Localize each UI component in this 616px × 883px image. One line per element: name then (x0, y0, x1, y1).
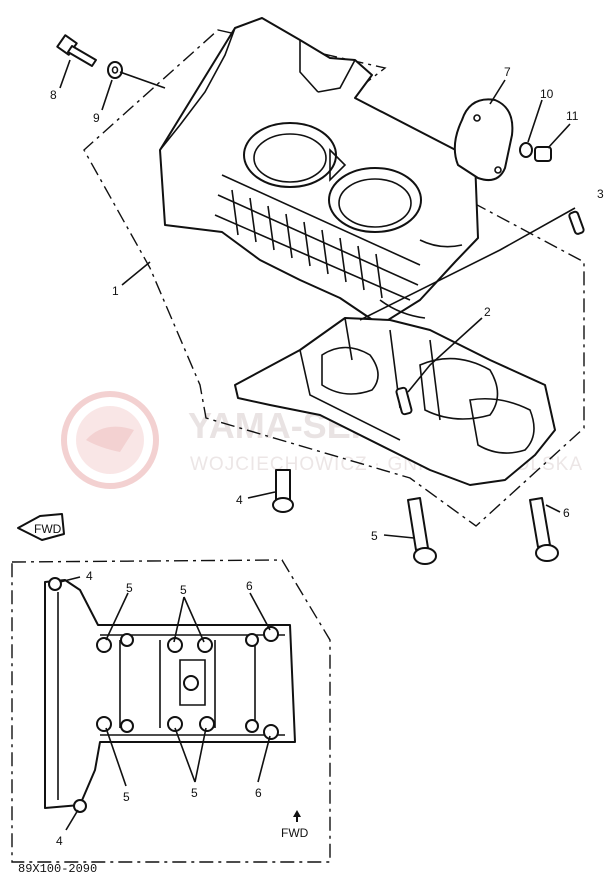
bolt-part-8 (56, 34, 97, 67)
inset-callout-5-bottom-left: 5 (123, 790, 130, 804)
inset-crankcase-bottom-view (44, 577, 296, 813)
inset-callout-5-top-left: 5 (126, 581, 133, 595)
inset-callout-5-bottom-middle: 5 (191, 786, 198, 800)
inset-callout-6-top: 6 (246, 579, 253, 593)
washer-part-9 (107, 61, 123, 79)
inset-leader-lines (59, 576, 271, 831)
dowel-pin-part-3 (568, 210, 585, 235)
inset-callout-4-bottom: 4 (56, 834, 63, 848)
fwd-label: FWD (281, 826, 309, 840)
callout-10: 10 (540, 87, 554, 101)
washer-part-10 (519, 142, 533, 158)
inset-bolt-holes (48, 577, 279, 813)
upper-crankcase (159, 17, 479, 326)
callout-6: 6 (563, 506, 570, 520)
diagram-code: 89X100-2090 (18, 862, 97, 876)
callout-9: 9 (93, 111, 100, 125)
callout-3: 3 (597, 187, 604, 201)
callout-11: 11 (566, 109, 579, 123)
bolt-part-6 (529, 497, 559, 562)
callout-8: 8 (50, 88, 57, 102)
inset-callout-6-bottom: 6 (255, 786, 262, 800)
leader-lines (59, 59, 576, 539)
fwd-tag-text: FWD (34, 522, 62, 536)
nut-part-11 (534, 146, 552, 162)
bolt-part-5 (407, 497, 437, 565)
inset-callout-5-top-middle: 5 (180, 583, 187, 597)
fwd-direction-indicator: FWD (281, 810, 309, 840)
assembly-boundary-dashed (83, 29, 585, 527)
callout-4: 4 (236, 493, 243, 507)
cover-plate-part-7 (453, 98, 514, 181)
inset-callout-4-top: 4 (86, 569, 93, 583)
bolt-part-4 (272, 469, 294, 513)
watermark-logo (61, 391, 159, 489)
callout-1: 1 (112, 284, 119, 298)
inset-boundary-dashed (11, 559, 331, 863)
fwd-tag-arrow: FWD (17, 513, 65, 541)
lower-crankcase (234, 317, 556, 486)
callout-5: 5 (371, 529, 378, 543)
dowel-pin-part-2 (395, 386, 413, 416)
callout-2: 2 (484, 305, 491, 319)
callout-7: 7 (504, 65, 511, 79)
